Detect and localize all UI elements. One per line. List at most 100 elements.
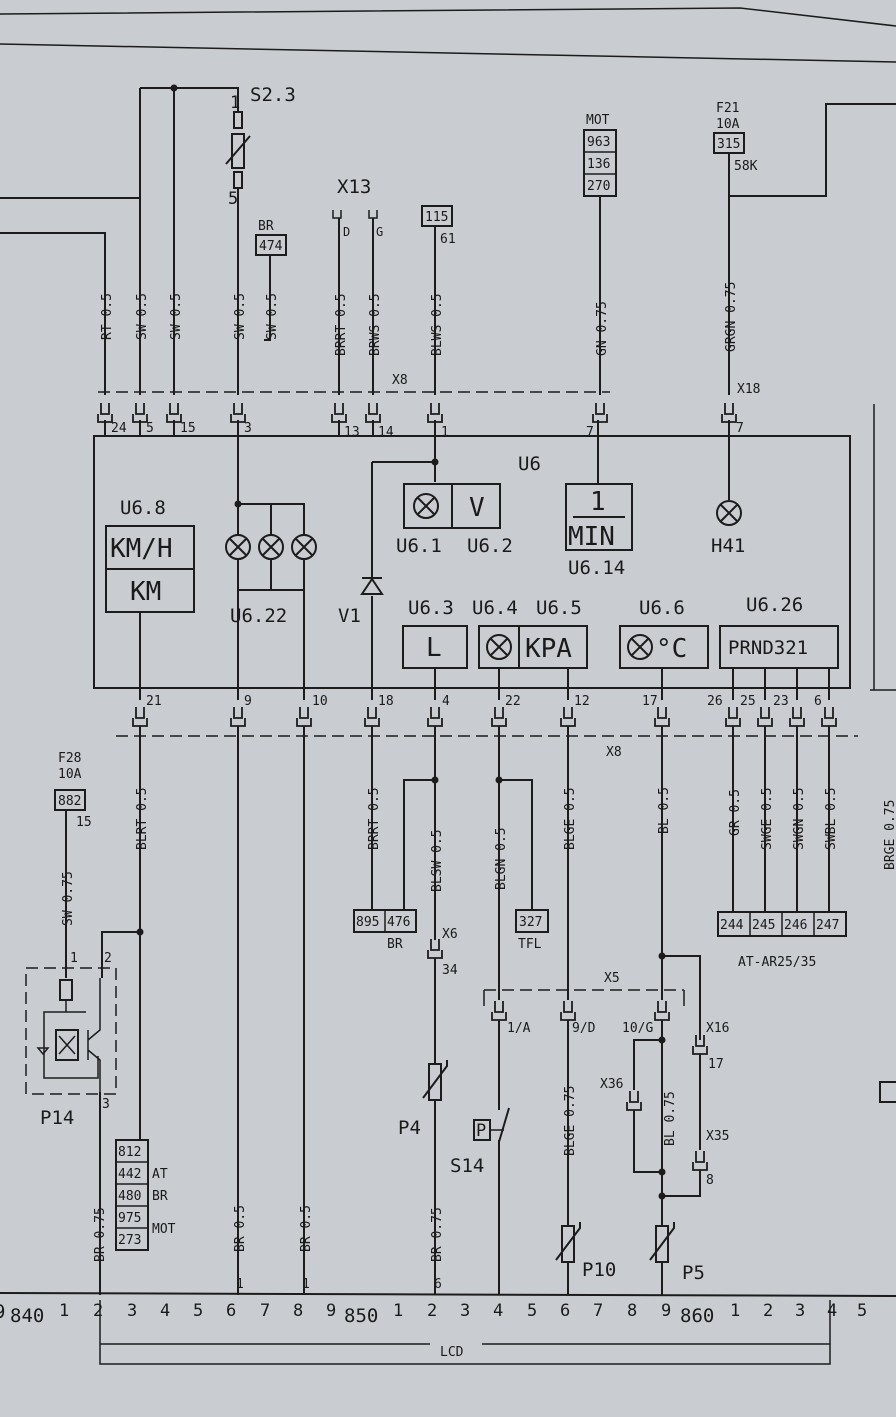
- p4-sensor: [422, 1059, 448, 1101]
- s2-3-pin1: 1: [230, 93, 240, 113]
- x8-top-pins: 24 5 15 3 13 14 1 7 7: [111, 421, 744, 440]
- svg-text:18: 18: [378, 694, 394, 709]
- wire-label-bl: BL 0.5: [657, 787, 672, 834]
- ruler-label: 7: [593, 1301, 603, 1321]
- ruler-label: 5: [857, 1301, 867, 1321]
- wire-sw4: [264, 255, 271, 341]
- svg-text:13: 13: [344, 425, 360, 440]
- ref-245: 245: [752, 918, 775, 933]
- u6-2-v: V: [469, 493, 485, 523]
- f21-amp: 10A: [716, 117, 740, 132]
- ref-270: 270: [587, 179, 610, 194]
- svg-text:25: 25: [740, 694, 756, 709]
- ref-61: 61: [440, 232, 456, 247]
- u6-2-label: U6.2: [467, 535, 513, 557]
- u6-4-label: U6.4: [472, 597, 518, 619]
- p14-pin1: 1: [70, 951, 78, 966]
- wire-label-swgn: SWGN 0.5: [792, 787, 807, 850]
- top-wire-labels: RT 0.5 SW 0.5 SW 0.5 SW 0.5 SW 0.5 BRRT …: [100, 282, 739, 356]
- ruler-label: 5: [527, 1301, 537, 1321]
- u6-14-label: U6.14: [568, 557, 625, 579]
- p14-pin2: 2: [104, 951, 112, 966]
- br-label-bottom: BR: [152, 1189, 168, 1204]
- u6-1-label: U6.1: [396, 535, 442, 557]
- u6-6-lamp: [627, 634, 653, 660]
- x8-top-label: X8: [392, 373, 408, 388]
- ruler-label: 3: [795, 1301, 805, 1321]
- ruler-label: 1: [59, 1301, 69, 1321]
- p14-pin3: 3: [102, 1097, 110, 1112]
- x5-pin-1a: 1/A: [507, 1021, 531, 1036]
- bus-pin-1b: 1: [302, 1277, 310, 1292]
- s14-label: S14: [450, 1155, 484, 1177]
- wire-label-rt: RT 0.5: [100, 293, 115, 340]
- f28-amp: 10A: [58, 767, 82, 782]
- ref-882: 882: [58, 794, 81, 809]
- ruler-label: 840: [10, 1305, 44, 1327]
- s14-p: P: [476, 1121, 486, 1141]
- svg-text:26: 26: [707, 694, 723, 709]
- svg-text:5: 5: [146, 421, 154, 436]
- ref-812: 812: [118, 1145, 141, 1160]
- u6-26-label: U6.26: [746, 594, 803, 616]
- svg-text:7: 7: [736, 421, 744, 436]
- p10-sensor: [555, 1221, 581, 1263]
- u6-14-num: 1: [590, 487, 606, 517]
- ref-247: 247: [816, 918, 839, 933]
- tfl-label: TFL: [518, 937, 542, 952]
- x13-pin-g: G: [376, 225, 383, 239]
- ref-975: 975: [118, 1211, 141, 1226]
- ref-476: 476: [387, 915, 410, 930]
- svg-text:21: 21: [146, 694, 162, 709]
- u6-5-label: U6.5: [536, 597, 582, 619]
- p14-hall-element: [55, 1029, 79, 1061]
- wire-label-blge075: BLGE 0.75: [563, 1086, 578, 1156]
- wire-label-blsw: BLSW 0.5: [430, 829, 445, 892]
- ruler-label: 850: [344, 1305, 378, 1327]
- sheet-border: [0, 43, 896, 63]
- wire-label-br05a: BR 0.5: [233, 1205, 248, 1252]
- wire-label-blgn: BLGN 0.5: [494, 827, 509, 890]
- p4-label: P4: [398, 1117, 421, 1139]
- ruler-label: 2: [763, 1301, 773, 1321]
- wire-label-br05b: BR 0.5: [299, 1205, 314, 1252]
- bus-pin-1a: 1: [236, 1277, 244, 1292]
- wire-label-swge: SWGE 0.5: [760, 787, 775, 850]
- p14-label: P14: [40, 1107, 74, 1129]
- lcd-bracket: [99, 1300, 831, 1365]
- bus-pin-6: 6: [434, 1277, 442, 1292]
- p5-label: P5: [682, 1262, 705, 1284]
- right-edge-component: [870, 404, 896, 691]
- wire-label-blrt: BLRT 0.5: [135, 787, 150, 850]
- wire-label-sw4: SW 0.5: [265, 293, 280, 340]
- u6-3-label: U6.3: [408, 597, 454, 619]
- wire-label-gr: GR 0.5: [728, 789, 743, 836]
- ref-882-box: [54, 789, 86, 811]
- svg-text:17: 17: [642, 694, 658, 709]
- wire-58k: [729, 103, 896, 197]
- svg-text:1: 1: [441, 425, 449, 440]
- ref-327: 327: [519, 915, 542, 930]
- ruler-label: 3: [127, 1301, 137, 1321]
- ref-474: 474: [259, 239, 283, 254]
- u6-3-l: L: [426, 633, 442, 663]
- wire-rt: [0, 232, 106, 395]
- ref-15: 15: [76, 815, 92, 830]
- u6-26-prnd: PRND321: [728, 637, 808, 659]
- svg-text:7: 7: [586, 425, 594, 440]
- x16-pin-17: 17: [708, 1057, 724, 1072]
- wire-label-blws: BLWS 0.5: [430, 293, 445, 356]
- sheet-edge-top: [0, 7, 896, 27]
- ref-115: 115: [425, 210, 448, 225]
- u6-instrument-cluster: [93, 435, 851, 689]
- svg-text:3: 3: [244, 421, 252, 436]
- wire-label-br075b: BR 0.75: [430, 1207, 445, 1262]
- u6-14-block: [565, 483, 633, 551]
- ruler-label: 860: [680, 1305, 714, 1327]
- ref-480: 480: [118, 1189, 141, 1204]
- ruler-label: 9: [661, 1301, 671, 1321]
- x6-label: X6: [442, 927, 458, 942]
- ruler-label: 2: [427, 1301, 437, 1321]
- f28-label: F28: [58, 751, 81, 766]
